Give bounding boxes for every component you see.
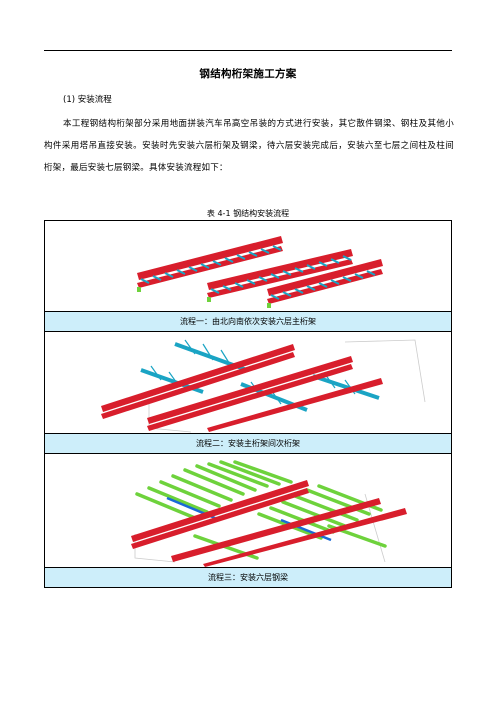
table-caption: 表 4-1 钢结构安装流程: [206, 209, 290, 218]
step2-truss-illustration: [101, 339, 426, 433]
step1-truss-illustration: [137, 236, 383, 308]
body-paragraph: 本工程钢结构桁架部分采用地面拼装汽车吊高空吊装的方式进行安装，其它散件钢梁、钢柱…: [44, 119, 454, 173]
step1-image-cell: [44, 220, 452, 312]
step1-label: 流程一：由北向南依次安装六层主桁架: [44, 311, 452, 332]
main-truss-1: [137, 236, 283, 292]
step3-label: 流程三：安装六层钢梁: [44, 567, 452, 588]
header-rule: [44, 50, 452, 51]
step2-label: 流程二：安装主桁架间次桁架: [44, 433, 452, 454]
section-heading: (1) 安装流程: [63, 95, 112, 105]
main-truss-2: [207, 249, 353, 302]
document-title: 钢结构桁架施工方案: [199, 68, 297, 80]
step3-image-cell: [44, 453, 452, 568]
main-truss-row: [101, 344, 383, 432]
step2-image-cell: [44, 331, 452, 434]
main-truss-3: [267, 259, 383, 308]
installation-flow-table: 流程一：由北向南依次安装六层主桁架: [44, 220, 452, 588]
step3-beam-illustration: [131, 460, 407, 567]
